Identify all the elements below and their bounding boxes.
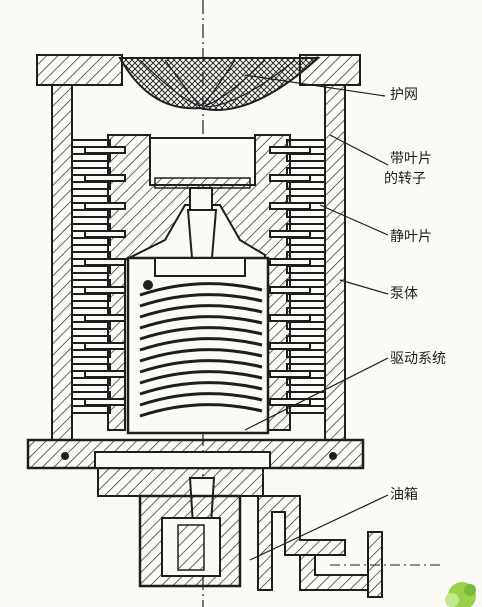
seal-dot-right xyxy=(329,452,337,460)
label-drive-system: 驱动系统 xyxy=(390,351,446,367)
label-rotor-line2: 的转子 xyxy=(384,171,426,187)
pump-body-wall-left xyxy=(51,84,73,441)
top-flange-left xyxy=(36,54,123,86)
rotor-top-plate xyxy=(154,177,251,189)
bottom-housing xyxy=(97,467,264,497)
label-rotor-line1: 带叶片 xyxy=(390,151,432,167)
shaft-nut xyxy=(189,187,213,211)
drive-coil-windings xyxy=(139,282,263,418)
decorative-flower xyxy=(445,582,476,607)
outlet-elbow xyxy=(299,554,369,591)
label-guard-net: 护网 xyxy=(390,87,418,103)
shaft-taper xyxy=(186,209,218,259)
coil-terminal-dot xyxy=(143,280,153,290)
leader-lines xyxy=(244,74,389,561)
oil-tank-insert xyxy=(177,524,205,571)
guard-net-ribs xyxy=(139,59,296,108)
rotor-blades-right xyxy=(269,146,311,406)
label-stator-blade: 静叶片 xyxy=(390,229,432,245)
outlet-pipe xyxy=(257,495,346,591)
motor-cap xyxy=(154,257,246,277)
stator-blades-right xyxy=(286,139,326,414)
label-oil-tank: 油箱 xyxy=(390,487,418,503)
label-pump-body: 泵体 xyxy=(390,286,418,302)
rotor-blades-left xyxy=(84,146,126,406)
base-cavity xyxy=(94,451,271,469)
seal-dot-left xyxy=(61,452,69,460)
